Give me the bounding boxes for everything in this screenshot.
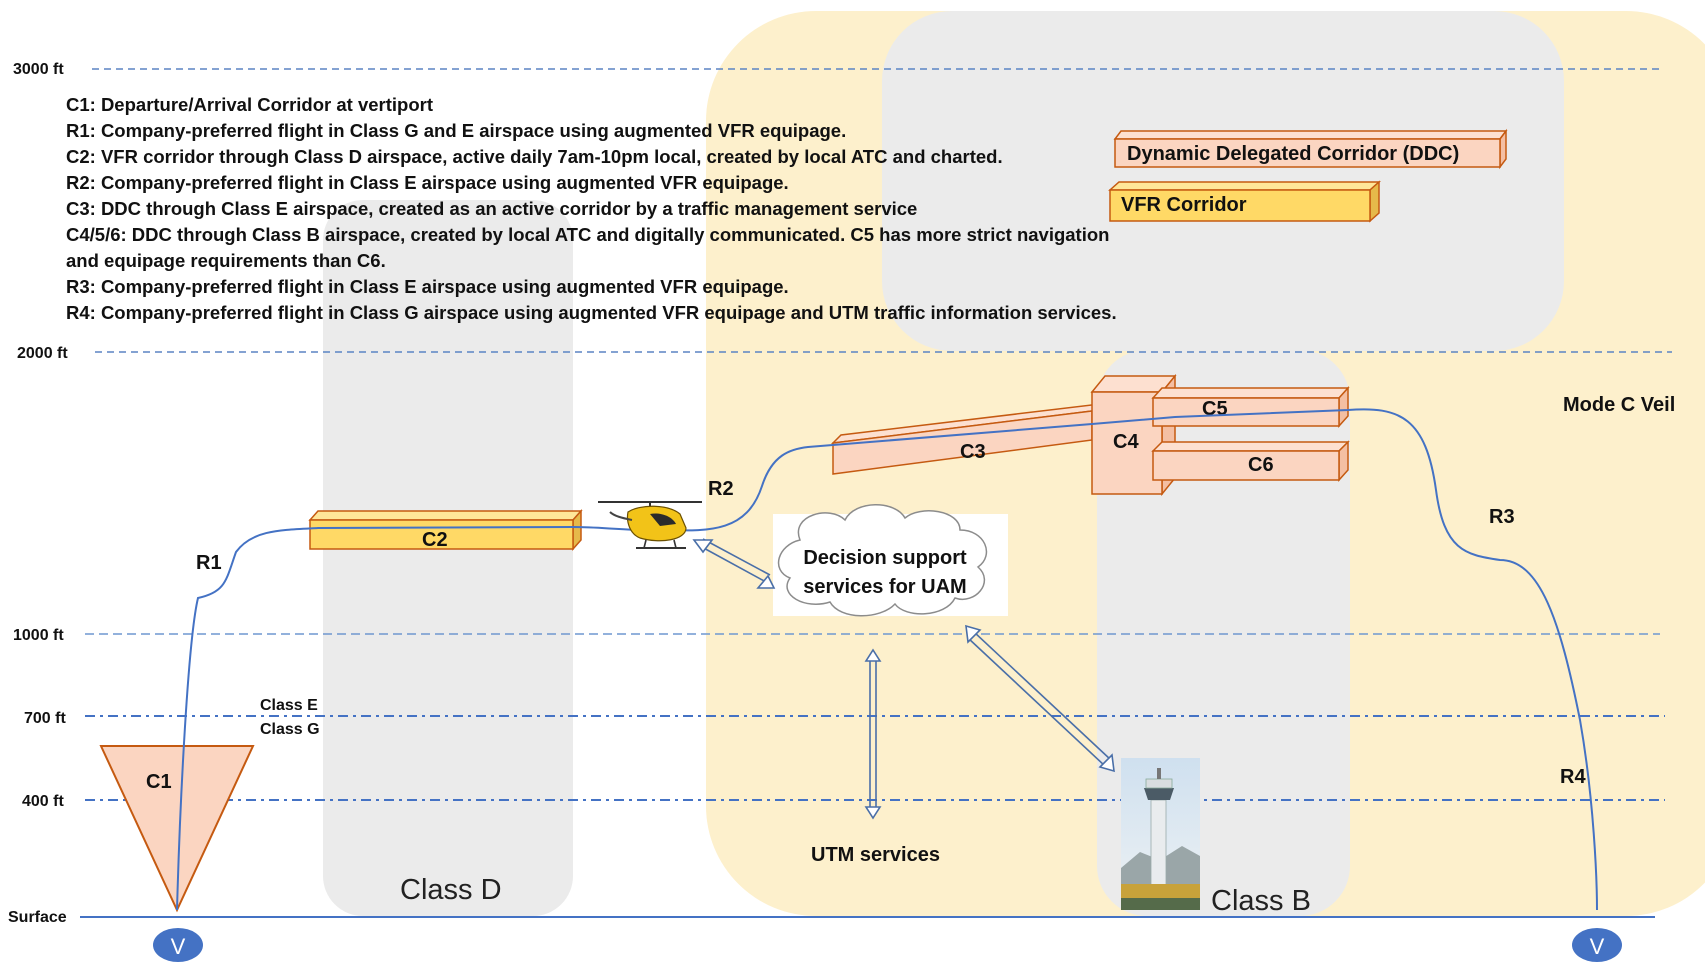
double-arrow-drone-dss: [692, 538, 776, 589]
c4-label: C4: [1113, 431, 1139, 453]
c1-corridor: [99, 745, 255, 913]
r1-label: R1: [196, 552, 222, 574]
r2-label: R2: [708, 478, 734, 500]
altitude-label-700: 700 ft: [24, 710, 66, 727]
legend-line: C3: DDC through Class E airspace, create…: [66, 198, 918, 219]
utm-services-label: UTM services: [811, 844, 940, 866]
legend-ddc-label: Dynamic Delegated Corridor (DDC): [1127, 143, 1459, 165]
legend-vfr-label: VFR Corridor: [1121, 194, 1247, 216]
legend-line: C2: VFR corridor through Class D airspac…: [66, 146, 1003, 167]
uam-helicopter-icon: [598, 501, 702, 549]
double-arrow-utm-dss: [864, 648, 882, 820]
c6-label: C6: [1248, 454, 1274, 476]
altitude-label-2000: 2000 ft: [17, 345, 68, 362]
dss-label-line2: services for UAM: [803, 576, 966, 598]
class-b-label: Class B: [1211, 885, 1311, 917]
legend-ddc-swatch: [1113, 128, 1508, 170]
legend-line: and equipage requirements than C6.: [66, 250, 386, 271]
double-arrow-dss-tower: [965, 624, 1115, 773]
altitude-label-surface: Surface: [8, 909, 67, 926]
c5-corridor: [1151, 386, 1350, 428]
legend-line: R4: Company-preferred flight in Class G …: [66, 302, 1117, 323]
vertiport-left-label: V: [171, 934, 186, 959]
altitude-label-3000: 3000 ft: [13, 61, 64, 78]
c4-corridor: [1090, 373, 1177, 497]
class-b-upper-area: [882, 11, 1564, 351]
c2-label: C2: [422, 529, 448, 551]
dss-label-line1: Decision support: [803, 547, 967, 569]
legend-vfr-swatch: [1108, 180, 1381, 223]
class-d-label: Class D: [400, 874, 502, 906]
c1-label: C1: [146, 771, 172, 793]
altitude-label-400: 400 ft: [22, 793, 64, 810]
legend-line: R2: Company-preferred flight in Class E …: [66, 172, 789, 193]
altitude-label-1000: 1000 ft: [13, 627, 64, 644]
c3-label: C3: [960, 441, 986, 463]
class-d-area: [323, 200, 573, 916]
class-g-label: Class G: [260, 721, 320, 738]
control-tower-icon: [1121, 758, 1200, 910]
vertiport-right-label: V: [1590, 934, 1605, 959]
legend-text-block: C1: Departure/Arrival Corridor at vertip…: [66, 92, 1117, 326]
legend-line: R3: Company-preferred flight in Class E …: [66, 276, 789, 297]
r4-label: R4: [1560, 766, 1586, 788]
r3-label: R3: [1489, 506, 1515, 528]
legend-line: R1: Company-preferred flight in Class G …: [66, 120, 847, 141]
class-e-label: Class E: [260, 697, 318, 714]
vertiport-right: [1572, 928, 1622, 962]
cloud-icon: [777, 504, 988, 617]
flight-route: [176, 408, 1598, 911]
legend-line: C4/5/6: DDC through Class B airspace, cr…: [66, 224, 1110, 245]
c2-corridor: [308, 509, 583, 551]
legend-line: C1: Departure/Arrival Corridor at vertip…: [66, 94, 434, 115]
c6-corridor: [1151, 440, 1350, 482]
vertiport-left: [153, 928, 203, 962]
mode-c-veil-label: Mode C Veil: [1563, 394, 1675, 416]
